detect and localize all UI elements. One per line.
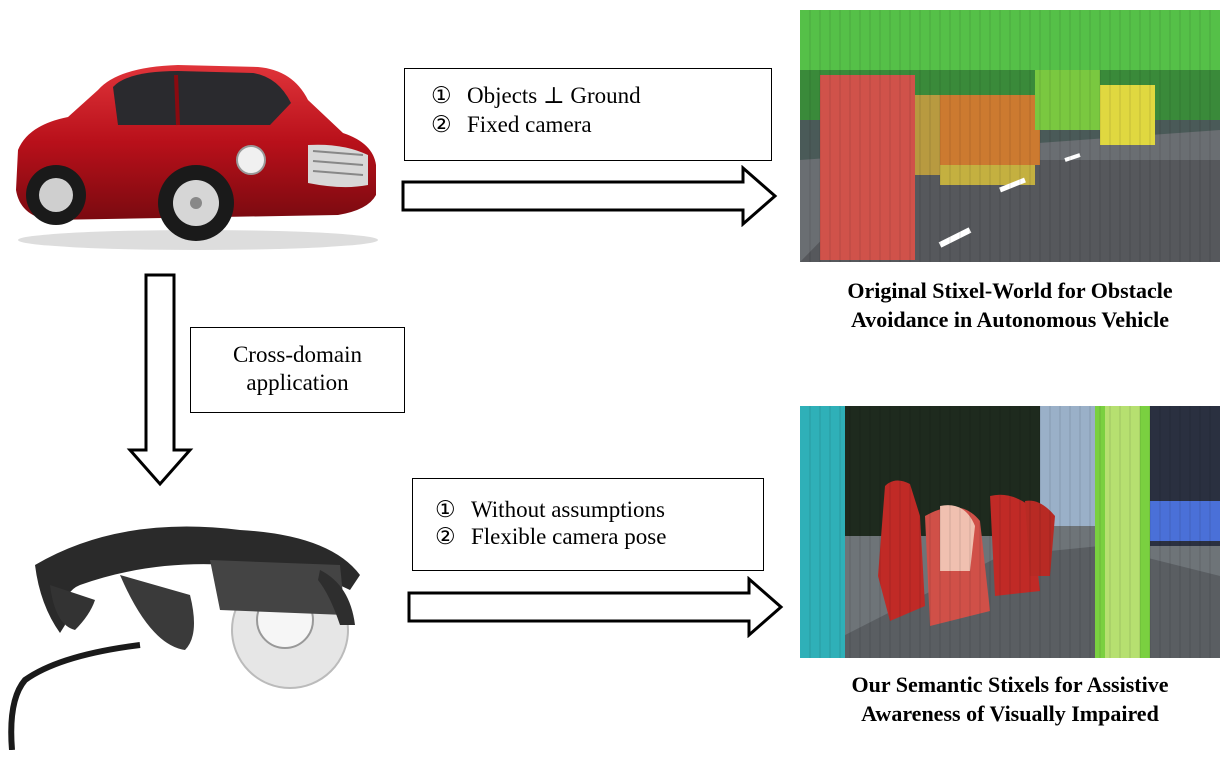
condition-text: Without assumptions	[471, 497, 665, 522]
condition-number: ①	[435, 497, 456, 522]
top-caption-line-1: Original Stixel-World for Obstacle	[847, 278, 1173, 303]
top-caption: Original Stixel-World for Obstacle Avoid…	[796, 276, 1224, 334]
smart-glasses-illustration	[8, 526, 360, 750]
condition-text: Objects ⊥ Ground	[467, 83, 641, 108]
cross-domain-line-1: Cross-domain	[232, 342, 363, 367]
top-condition-2: ② Fixed camera	[431, 111, 592, 139]
condition-number: ①	[431, 83, 452, 108]
semantic-stixels-image	[800, 406, 1220, 658]
bottom-conditions-box: ① Without assumptions ② Flexible camera po…	[412, 478, 764, 571]
top-caption-line-2: Avoidance in Autonomous Vehicle	[850, 307, 1170, 332]
original-stixel-world-image	[800, 10, 1220, 262]
bottom-caption-line-1: Our Semantic Stixels for Assistive	[851, 672, 1169, 697]
top-right-arrow	[401, 165, 778, 227]
down-arrow	[126, 273, 194, 487]
top-conditions-box: ① Objects ⊥ Ground ② Fixed camera	[404, 68, 772, 161]
top-condition-1: ① Objects ⊥ Ground	[431, 82, 641, 110]
condition-number: ②	[431, 112, 452, 137]
car-illustration	[16, 65, 378, 250]
condition-number: ②	[435, 524, 456, 549]
condition-text: Fixed camera	[467, 112, 592, 137]
condition-text: Flexible camera pose	[471, 524, 667, 549]
bottom-caption: Our Semantic Stixels for Assistive Aware…	[796, 670, 1224, 728]
cross-domain-line-2: application	[246, 370, 349, 395]
bottom-condition-2: ② Flexible camera pose	[435, 523, 666, 551]
bottom-caption-line-2: Awareness of Visually Impaired	[861, 701, 1159, 726]
bottom-right-arrow	[407, 576, 784, 638]
cross-domain-box: Cross-domain application	[190, 327, 405, 413]
bottom-condition-1: ① Without assumptions	[435, 496, 665, 524]
